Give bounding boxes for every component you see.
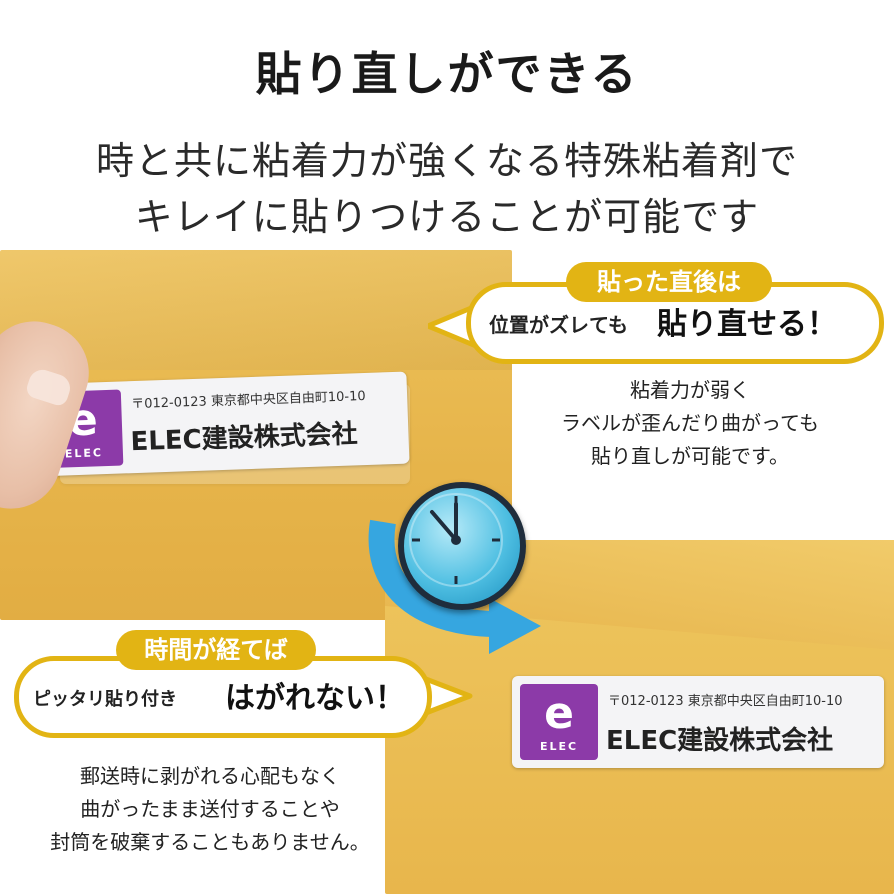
subheadline-line2: キレイに貼りつけることが可能です [134,195,760,239]
label-attached: e ELEC 〒012-0123 東京都中央区自由町10-10 ELEC建設株式… [512,676,884,768]
subheadline-line1: 時と共に粘着力が強くなる特殊粘着剤で [95,139,798,183]
bottom-callout-big: はがれない！ [225,681,405,716]
bottom-callout-tag: 時間が経てば [116,630,316,670]
curved-arrow-icon [368,519,541,654]
logo-e-glyph: e [544,688,574,739]
label-company: ELEC建設株式会社 [606,726,834,756]
clock-icon [398,482,526,610]
logo-text: ELEC [539,740,579,753]
headline: 貼り直しができる [255,47,639,101]
clock-face [409,493,503,587]
bottom-callout-description: 郵送時に剥がれる心配もなく 曲がったまま送付することや 封筒を破棄することもあり… [20,760,400,859]
elec-logo-icon: e ELEC [520,684,598,760]
label-address: 〒012-0123 東京都中央区自由町10-10 [608,694,843,709]
bottom-callout-small: ピッタリ貼り付き [33,689,177,710]
top-callout-tag: 貼った直後は [566,262,772,302]
top-callout-description: 粘着力が弱く ラベルが歪んだり曲がっても 貼り直しが可能です。 [520,374,860,473]
label-address: 〒012-0123 東京都中央区自由町10-10 [131,388,366,413]
envelope-fold-shade [0,250,512,370]
top-desc-line2: ラベルが歪んだり曲がっても [561,411,819,435]
label-peeling: e ELEC 〒012-0123 東京都中央区自由町10-10 ELEC建設株式… [34,371,410,477]
label-company: ELEC建設株式会社 [130,419,359,458]
top-desc-line3: 貼り直しが可能です。 [591,444,789,468]
top-callout-big: 貼り直せる！ [657,307,837,342]
top-desc-line1: 粘着力が弱く [630,378,750,402]
top-callout-small: 位置がズレても [489,313,628,337]
bottom-desc-line3: 封筒を破棄することもありません。 [50,830,370,854]
bottom-desc-line1: 郵送時に剥がれる心配もなく [80,764,340,788]
bottom-desc-line2: 曲がったまま送付することや [80,797,340,821]
